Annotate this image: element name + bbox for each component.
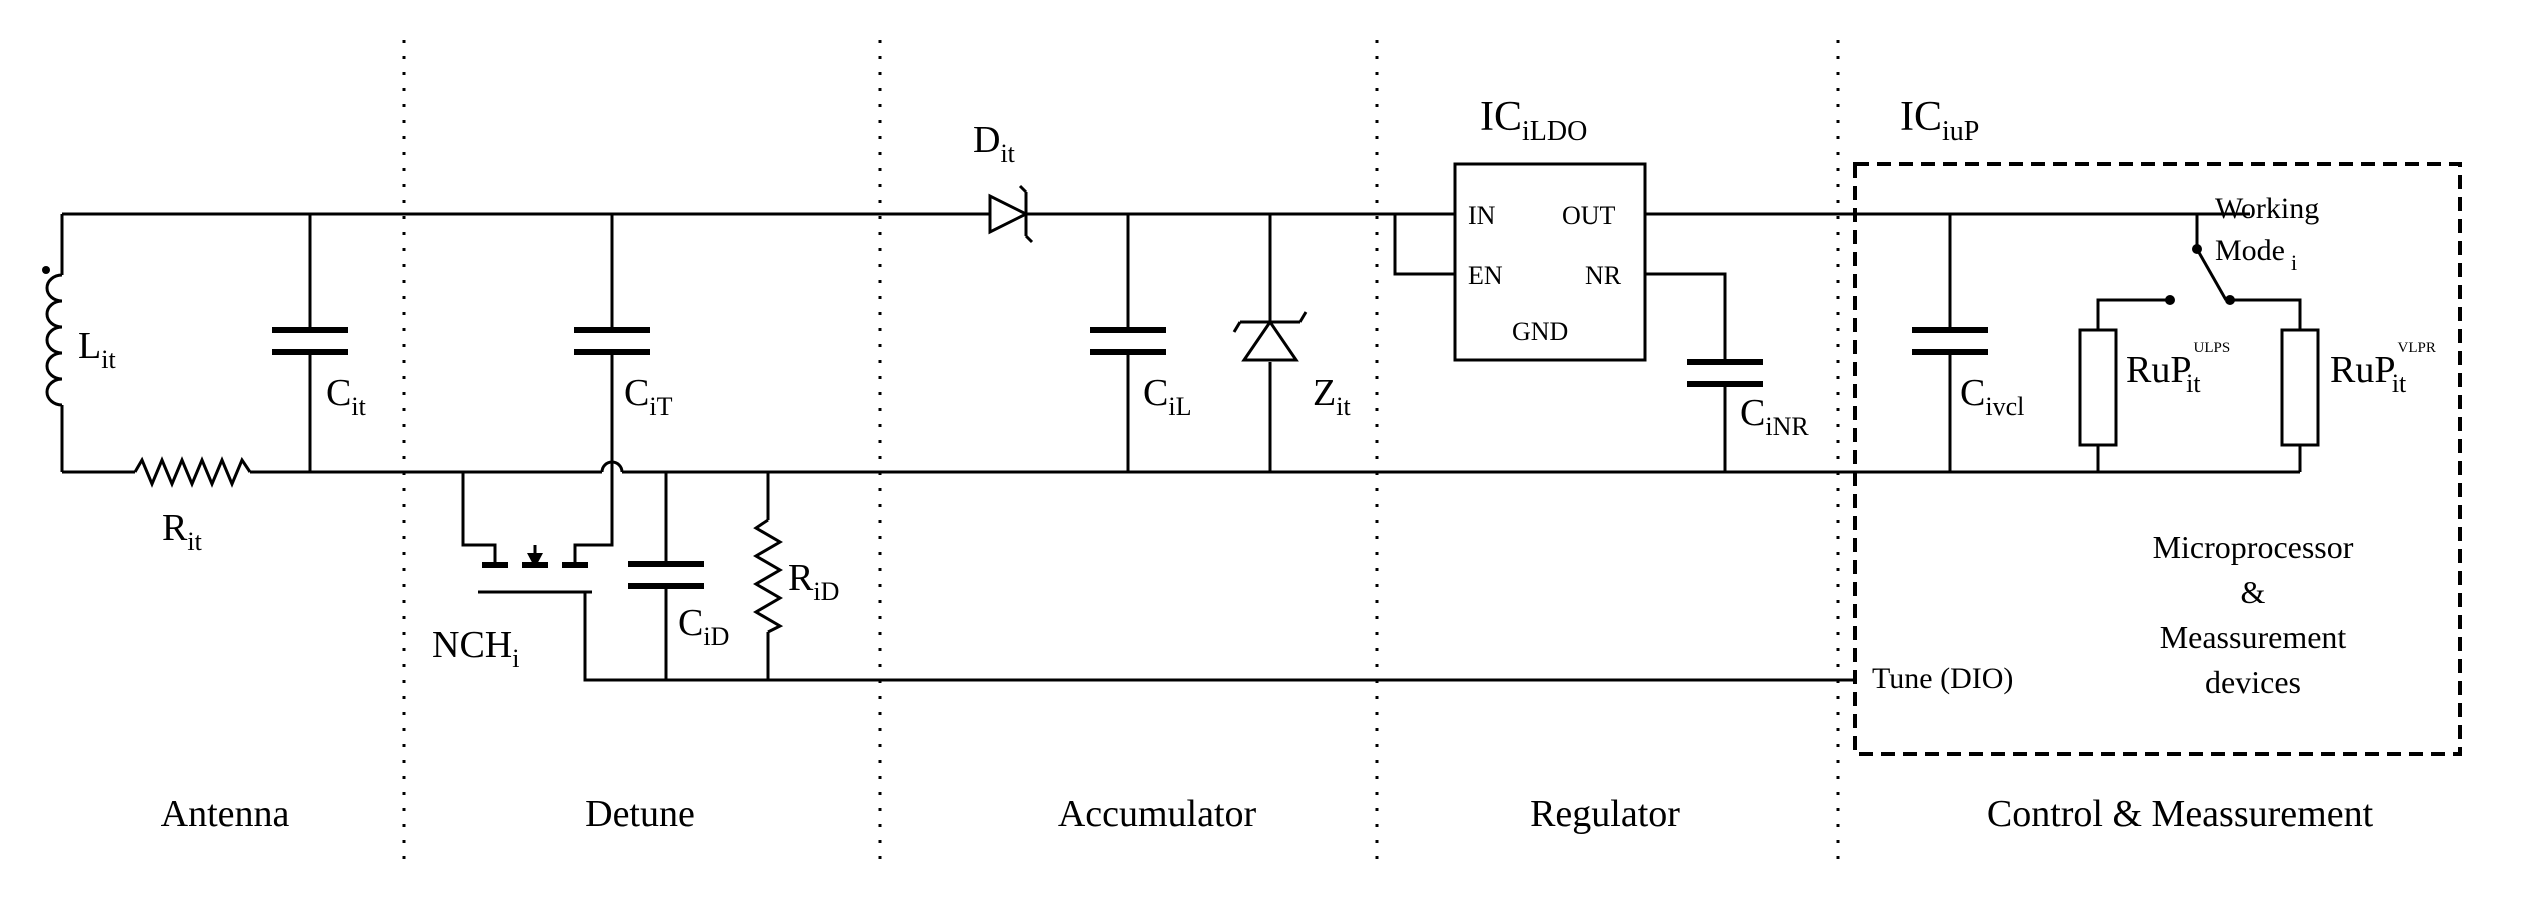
section-label-antenna: Antenna bbox=[161, 793, 290, 835]
label-capacitor-cit: Cit bbox=[326, 372, 367, 421]
resistor-rit-symbol bbox=[133, 456, 252, 488]
section-label-control: Control & Meassurement bbox=[1987, 793, 2374, 835]
ldo-ic-box bbox=[1453, 162, 1647, 362]
wire-vlpr-top bbox=[2230, 298, 2302, 330]
wire-switch-common bbox=[2195, 212, 2250, 245]
mcu-desc-line3: Meassurement bbox=[2160, 619, 2347, 655]
ldo-pin-en: EN bbox=[1468, 261, 1503, 290]
ldo-pin-gnd: GND bbox=[1512, 317, 1568, 346]
inductor-coil bbox=[45, 273, 63, 407]
capacitor-cil-symbol bbox=[1090, 327, 1166, 355]
diode-symbol bbox=[988, 184, 1034, 244]
label-diode: Dit bbox=[973, 119, 1016, 168]
wire-source-to-rail bbox=[461, 472, 497, 565]
section-label-regulator: Regulator bbox=[1530, 793, 1680, 835]
label-capacitor-citune: CiT bbox=[624, 372, 673, 421]
resistor-vlpr-symbol bbox=[2280, 328, 2320, 447]
label-mcu: ICiuP bbox=[1900, 94, 1979, 147]
label-mosfet: NCHi bbox=[432, 624, 519, 673]
resistor-ulps-symbol bbox=[2078, 328, 2118, 447]
section-label-accumulator: Accumulator bbox=[1058, 793, 1257, 835]
capacitor-cnr-symbol bbox=[1687, 359, 1763, 387]
mcu-desc-line4: devices bbox=[2205, 664, 2301, 700]
ldo-pin-out: OUT bbox=[1562, 201, 1616, 230]
wires bbox=[60, 212, 2302, 682]
capacitor-citune-symbol bbox=[574, 327, 650, 355]
capacitor-cvcl-symbol bbox=[1912, 327, 1988, 355]
mosfet-arrow-icon bbox=[527, 553, 543, 568]
label-capacitor-cnr: CiNR bbox=[1740, 392, 1809, 441]
label-resistor-rit: Rit bbox=[162, 507, 203, 556]
ldo-pin-in: IN bbox=[1468, 201, 1496, 230]
wire-citune-to-drain bbox=[573, 352, 614, 565]
mosfet-symbol bbox=[478, 553, 592, 594]
label-capacitor-cid: CiD bbox=[678, 602, 729, 651]
wire-nr bbox=[1645, 272, 1727, 362]
capacitor-cit-symbol bbox=[272, 327, 348, 355]
wire-tune-line bbox=[583, 592, 1855, 682]
capacitor-cid-symbol bbox=[628, 561, 704, 589]
label-zener: Zit bbox=[1313, 372, 1351, 421]
inductor-dot bbox=[42, 266, 50, 274]
mcu-desc-line2: & bbox=[2241, 574, 2266, 610]
section-label-detune: Detune bbox=[585, 793, 695, 835]
wire-in-en-tie bbox=[1393, 212, 1455, 276]
inductor-symbol bbox=[42, 266, 63, 407]
label-switch-line1: Working bbox=[2215, 192, 2319, 225]
wire-ulps-top bbox=[2096, 298, 2170, 330]
control-box bbox=[1853, 162, 2462, 756]
label-capacitor-cvcl: Civcl bbox=[1960, 372, 2024, 421]
ldo-pin-nr: NR bbox=[1585, 261, 1622, 290]
switch-symbol bbox=[2165, 244, 2235, 305]
zener-symbol bbox=[1232, 311, 1308, 362]
resistor-rid-symbol bbox=[753, 518, 784, 634]
label-tune-pin: Tune (DIO) bbox=[1872, 662, 2013, 695]
label-inductor: Lit bbox=[78, 325, 116, 374]
label-resistor-rid: RiD bbox=[788, 557, 839, 606]
label-capacitor-cil: CiL bbox=[1143, 372, 1191, 421]
mcu-desc-line1: Microprocessor bbox=[2153, 529, 2354, 565]
label-ldo: ICiLDO bbox=[1480, 94, 1587, 147]
